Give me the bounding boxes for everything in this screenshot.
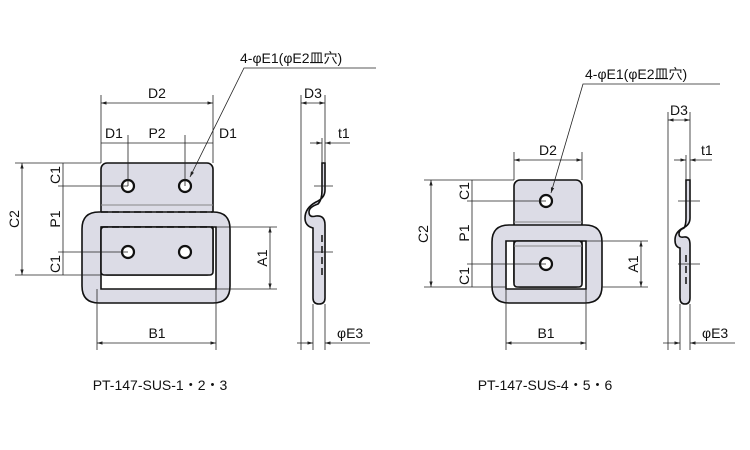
left-front-view [81, 162, 231, 304]
dim-label-p2: P2 [148, 125, 165, 141]
dim-label-t1: t1 [338, 125, 350, 141]
dim-label-d3: D3 [304, 85, 322, 101]
dim-label-c1: C1 [456, 182, 472, 200]
dim-label-d2: D2 [148, 85, 166, 101]
dim-label-c1: C1 [456, 267, 472, 285]
dim-label-p1: P1 [47, 210, 63, 227]
hole-note: 4-φE1(φE2皿穴) [585, 66, 687, 82]
dim-label-d1: D1 [219, 125, 237, 141]
right-front-view [491, 179, 603, 304]
dim-label-e3: φE3 [337, 325, 363, 341]
left-caption: PT-147-SUS-1・2・3 [93, 377, 228, 393]
dim-label-c1: C1 [47, 166, 63, 184]
dim-label-b1: B1 [148, 325, 165, 341]
right-caption: PT-147-SUS-4・5・6 [478, 377, 613, 393]
left-dimensions: D2 D1 P2 D1 C2 C1 P1 C1 A1 B1 4-φE1(φE2皿… [6, 50, 376, 350]
dim-label-d1: D1 [105, 125, 123, 141]
dim-label-b1: B1 [537, 325, 554, 341]
dim-label-t1: t1 [701, 142, 713, 158]
left-side-view: D3 t1 φE3 [297, 85, 370, 350]
dim-label-a1: A1 [625, 255, 641, 272]
hole [177, 244, 193, 260]
dim-label-c2: C2 [415, 225, 431, 243]
dim-label-c2: C2 [6, 210, 22, 228]
dim-label-p1: P1 [456, 224, 472, 241]
dim-label-a1: A1 [254, 249, 270, 266]
dim-label-c1: C1 [47, 255, 63, 273]
dim-label-d3: D3 [670, 102, 688, 118]
dim-label-e3: φE3 [702, 325, 728, 341]
hole-note: 4-φE1(φE2皿穴) [240, 50, 342, 66]
right-side-view: D3 t1 φE3 [663, 102, 735, 350]
dim-label-d2: D2 [539, 142, 557, 158]
right-dimensions: D2 C2 C1 P1 C1 A1 B1 4-φE1(φE2皿穴) [415, 66, 720, 350]
